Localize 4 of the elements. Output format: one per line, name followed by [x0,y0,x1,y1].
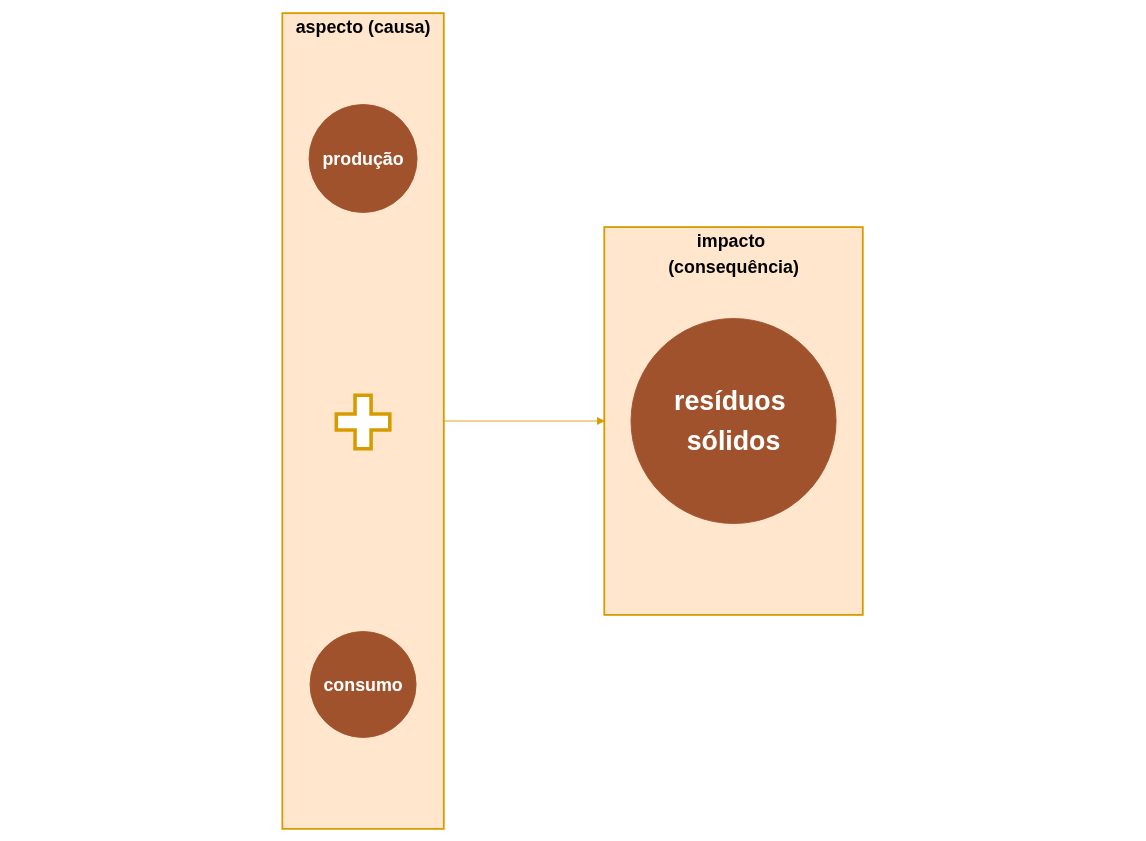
node-circle: consumo [310,630,417,738]
node-plus [334,392,393,450]
node-circle: produção [309,103,418,213]
node-circle: resíduos sólidos [631,317,837,524]
